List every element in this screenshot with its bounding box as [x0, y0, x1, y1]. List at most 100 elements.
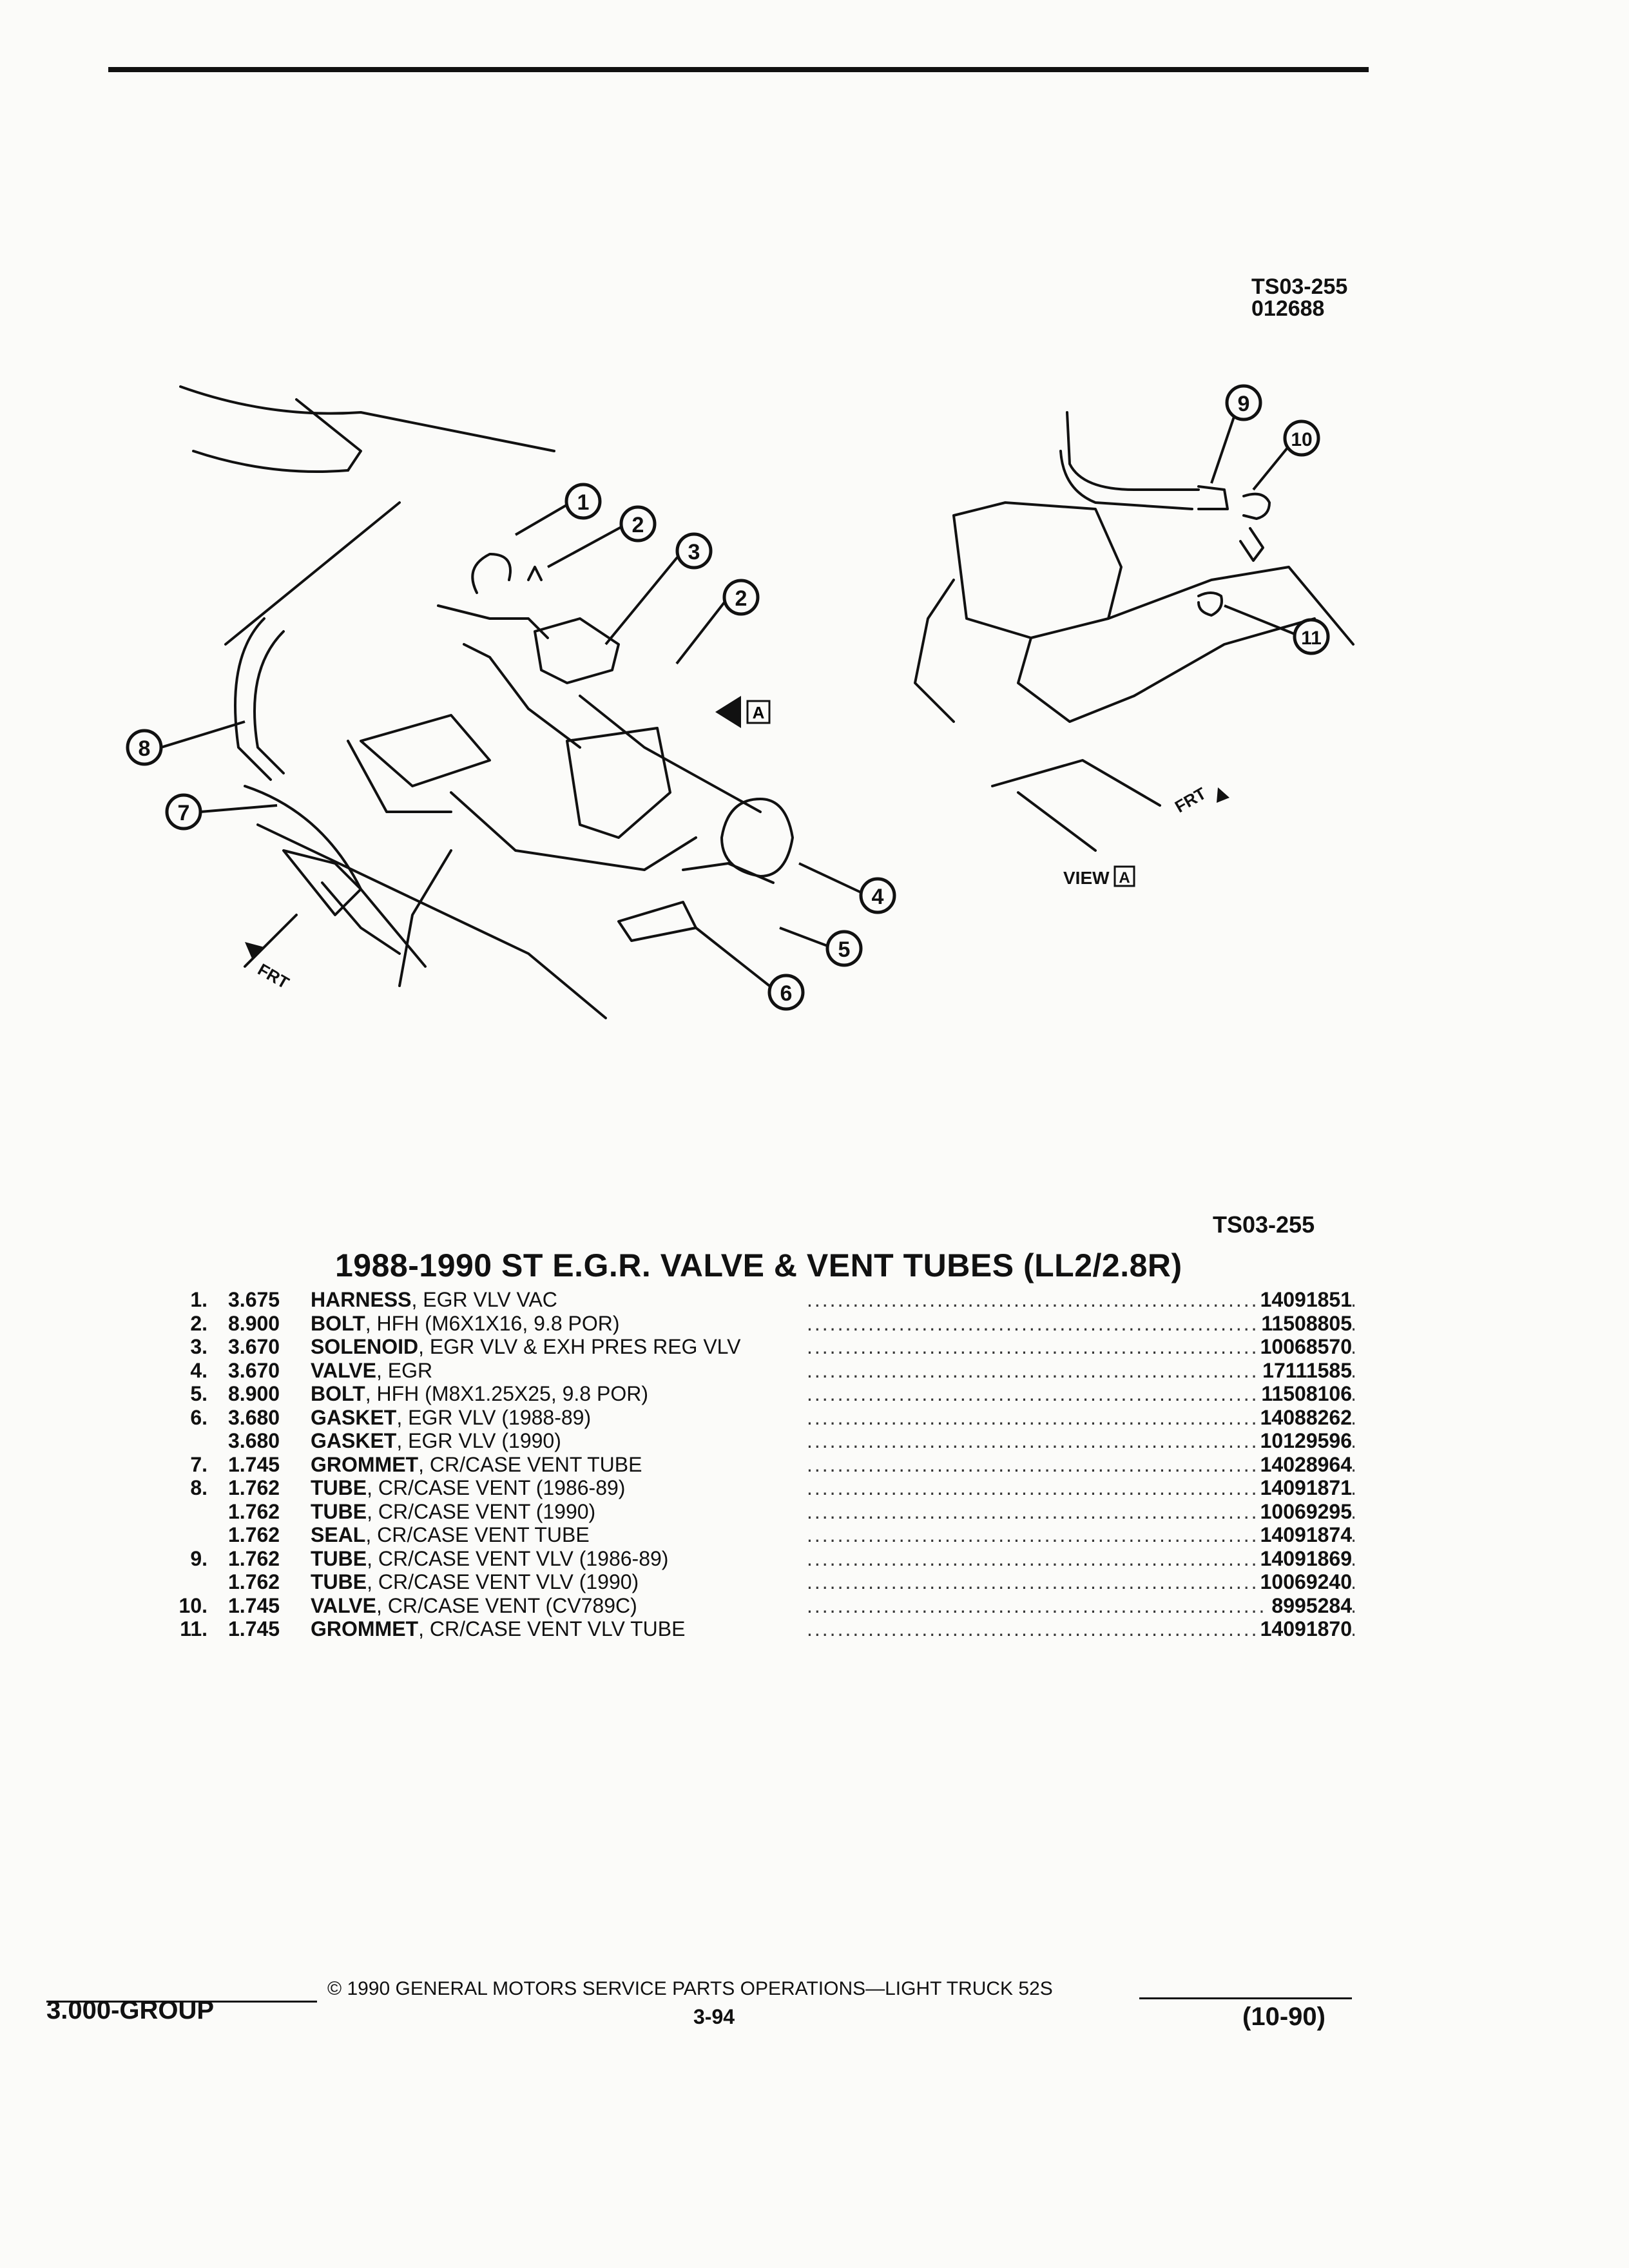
group-code: 1.762 — [228, 1476, 280, 1499]
part-detail: , CR/CASE VENT (CV789C) — [376, 1593, 637, 1617]
callout-1: 1 — [564, 483, 602, 520]
part-name: GROMMET — [311, 1617, 419, 1640]
footer-rule-left — [46, 2001, 317, 2003]
group-code: 3.670 — [228, 1358, 280, 1382]
group-code: 8.900 — [228, 1382, 280, 1405]
figure-id-block: TS03-255 012688 — [1251, 276, 1347, 320]
svg-text:10: 10 — [1291, 429, 1312, 450]
view-a-arrow: A — [715, 696, 771, 728]
item-number: 2. — [190, 1311, 207, 1335]
item-number: 8. — [190, 1476, 207, 1499]
copyright-notice: © 1990 GENERAL MOTORS SERVICE PARTS OPER… — [327, 1978, 1053, 1999]
svg-text:8: 8 — [139, 736, 151, 761]
part-description: VALVE, CR/CASE VENT (CV789C) — [311, 1594, 637, 1618]
svg-text:1: 1 — [577, 490, 590, 515]
part-name: GASKET — [311, 1429, 397, 1452]
part-name: HARNESS — [311, 1288, 412, 1311]
callout-10: 10 — [1283, 419, 1320, 457]
svg-text:A: A — [1119, 869, 1130, 887]
part-description: GROMMET, CR/CASE VENT TUBE — [311, 1453, 642, 1477]
group-code: 3.680 — [228, 1429, 280, 1452]
svg-text:4: 4 — [872, 885, 884, 909]
part-number: 11508106 — [1256, 1382, 1352, 1406]
part-number: 10069295 — [1255, 1499, 1352, 1523]
callout-11: 11 — [1293, 618, 1330, 655]
part-number: 10068570 — [1255, 1335, 1352, 1359]
part-detail: , EGR VLV & EXH PRES REG VLV — [418, 1335, 741, 1358]
part-number: 14091869 — [1255, 1546, 1352, 1570]
part-detail: , EGR — [376, 1358, 433, 1382]
group-code: 3.675 — [228, 1288, 280, 1311]
svg-text:FRT: FRT — [1171, 783, 1210, 816]
part-detail: , CR/CASE VENT VLV (1986-89) — [367, 1546, 669, 1570]
part-description: GROMMET, CR/CASE VENT VLV TUBE — [311, 1617, 685, 1641]
part-detail: , EGR VLV VAC — [411, 1288, 557, 1311]
group-code: 1.745 — [228, 1452, 280, 1476]
group-code: 1.745 — [228, 1617, 280, 1640]
part-name: BOLT — [311, 1382, 365, 1405]
part-detail: , CR/CASE VENT (1990) — [367, 1499, 596, 1523]
page-number: 3-94 — [693, 2005, 735, 2028]
figure-code: TS03-255 — [1251, 274, 1348, 299]
item-number: 6. — [190, 1405, 207, 1429]
part-name: SOLENOID — [311, 1335, 419, 1358]
part-number: 11508805 — [1256, 1311, 1352, 1335]
figure-date: 012688 — [1251, 296, 1325, 321]
part-number: 14091874 — [1255, 1523, 1352, 1547]
part-description: TUBE, CR/CASE VENT VLV (1986-89) — [311, 1547, 668, 1571]
callout-9: 9 — [1225, 384, 1262, 421]
part-detail: , HFH (M6X1X16, 9.8 POR) — [365, 1311, 620, 1335]
callout-8: 8 — [126, 729, 163, 766]
svg-text:7: 7 — [178, 801, 190, 825]
part-description: GASKET, EGR VLV (1990) — [311, 1429, 561, 1453]
group-code: 3.680 — [228, 1405, 280, 1429]
part-number: 10129596 — [1255, 1429, 1352, 1453]
group-code: 1.762 — [228, 1499, 280, 1523]
item-number: 4. — [190, 1358, 207, 1382]
part-description: BOLT, HFH (M6X1X16, 9.8 POR) — [311, 1312, 620, 1336]
exploded-parts-illustration: 1 2 3 2 4 5 6 7 8 9 10 11 A VIEW A FRT F… — [126, 384, 1354, 1019]
part-description: SOLENOID, EGR VLV & EXH PRES REG VLV — [311, 1335, 740, 1359]
part-number: 10069240 — [1255, 1570, 1352, 1594]
part-description: TUBE, CR/CASE VENT (1986-89) — [311, 1476, 625, 1500]
part-detail: , EGR VLV (1988-89) — [396, 1405, 592, 1429]
part-detail: , CR/CASE VENT (1986-89) — [367, 1476, 626, 1499]
part-detail: , EGR VLV (1990) — [396, 1429, 561, 1452]
part-number: 14088262 — [1255, 1405, 1352, 1429]
part-detail: , HFH (M8X1.25X25, 9.8 POR) — [365, 1382, 648, 1405]
callout-6: 6 — [767, 974, 805, 1011]
part-name: SEAL — [311, 1523, 366, 1546]
top-rule — [108, 67, 1369, 72]
part-description: BOLT, HFH (M8X1.25X25, 9.8 POR) — [311, 1382, 648, 1406]
svg-text:A: A — [753, 703, 765, 722]
svg-text:5: 5 — [838, 937, 851, 962]
part-name: TUBE — [311, 1570, 367, 1593]
part-detail: , CR/CASE VENT VLV (1990) — [367, 1570, 639, 1593]
page-title: 1988-1990 ST E.G.R. VALVE & VENT TUBES (… — [335, 1247, 1182, 1283]
part-name: TUBE — [311, 1499, 367, 1523]
item-number: 3. — [190, 1335, 207, 1358]
part-name: GROMMET — [311, 1452, 419, 1476]
callout-2a: 2 — [619, 505, 657, 543]
part-detail: , CR/CASE VENT TUBE — [365, 1523, 590, 1546]
figure-code-bottom: TS03-255 — [1213, 1211, 1315, 1238]
item-number: 10. — [178, 1593, 207, 1617]
front-arrow-right: FRT — [1171, 783, 1229, 816]
part-number: 8995284 — [1266, 1593, 1352, 1617]
view-a-label: VIEW A — [1063, 865, 1135, 888]
group-code: 1.762 — [228, 1523, 280, 1546]
part-name: TUBE — [311, 1476, 367, 1499]
svg-text:2: 2 — [632, 513, 644, 537]
part-name: VALVE — [311, 1358, 376, 1382]
